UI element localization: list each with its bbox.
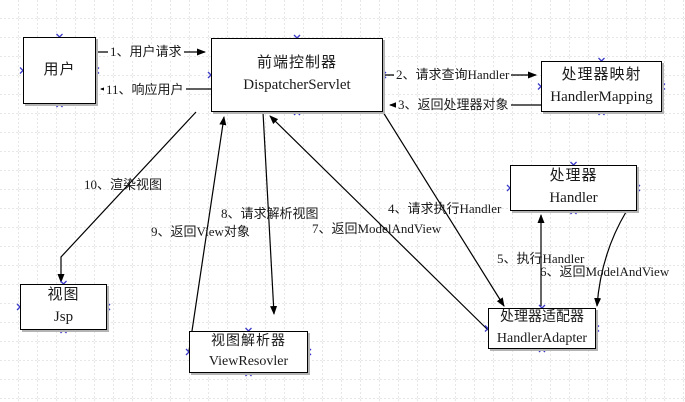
- node-handler-adapter-title: 处理器适配器: [500, 310, 584, 326]
- node-dispatcher-servlet: 前端控制器 DispatcherServlet: [211, 38, 383, 112]
- node-handler-mapping-subtitle: HandlerMapping: [550, 88, 653, 105]
- node-handler-mapping: 处理器映射 HandlerMapping: [541, 61, 662, 112]
- edge-7-return-modelandview-line: [269, 115, 489, 331]
- node-jsp-title: 视图: [47, 287, 80, 304]
- node-user-title: 用户: [43, 61, 76, 78]
- node-handler-subtitle: Handler: [549, 190, 598, 206]
- edge-5-label: 5、执行Handler: [497, 251, 585, 266]
- node-jsp-subtitle: Jsp: [53, 309, 74, 325]
- edge-9-label: 9、返回View对象: [151, 224, 250, 239]
- node-handler-mapping-title: 处理器映射: [561, 66, 642, 83]
- node-user: 用户: [23, 37, 96, 104]
- edge-3-label: 3、返回处理器对象: [396, 97, 511, 112]
- node-view-resolver: 视图解析器 ViewResovler: [189, 331, 308, 373]
- edge-7-label: 7、返回ModelAndView: [312, 221, 442, 236]
- node-handler-title: 处理器: [549, 168, 598, 185]
- edge-9-return-view-line: [188, 116, 227, 352]
- edge-6-return-modelandview-line: [594, 211, 627, 307]
- edge-10-render-view-line: [57, 111, 197, 283]
- edge-10-label: 10、渲染视图: [84, 177, 163, 192]
- edge-11-label: 11、响应用户: [104, 82, 186, 97]
- node-dispatcher-title: 前端控制器: [256, 55, 337, 72]
- edge-2-label: 2、请求查询Handler: [394, 67, 512, 82]
- node-jsp-view: 视图 Jsp: [20, 284, 107, 330]
- node-handler-adapter-subtitle: HandlerAdapter: [496, 330, 588, 346]
- node-view-resolver-subtitle: ViewResovler: [208, 354, 289, 369]
- edge-4-label: 4、请求执行Handler: [388, 201, 502, 216]
- node-dispatcher-subtitle: DispatcherServlet: [243, 77, 351, 93]
- edge-1-label: 1、用户请求: [108, 44, 184, 59]
- edge-8-label: 8、请求解析视图: [221, 206, 319, 221]
- node-handler: 处理器 Handler: [510, 165, 637, 211]
- node-handler-adapter: 处理器适配器 HandlerAdapter: [488, 308, 596, 349]
- edge-6-label: 6、返回ModelAndView: [540, 264, 670, 279]
- edge-8-resolve-view-line: [262, 111, 278, 315]
- node-view-resolver-title: 视图解析器: [211, 333, 286, 349]
- edge-4-execute-handler-line: [382, 111, 505, 307]
